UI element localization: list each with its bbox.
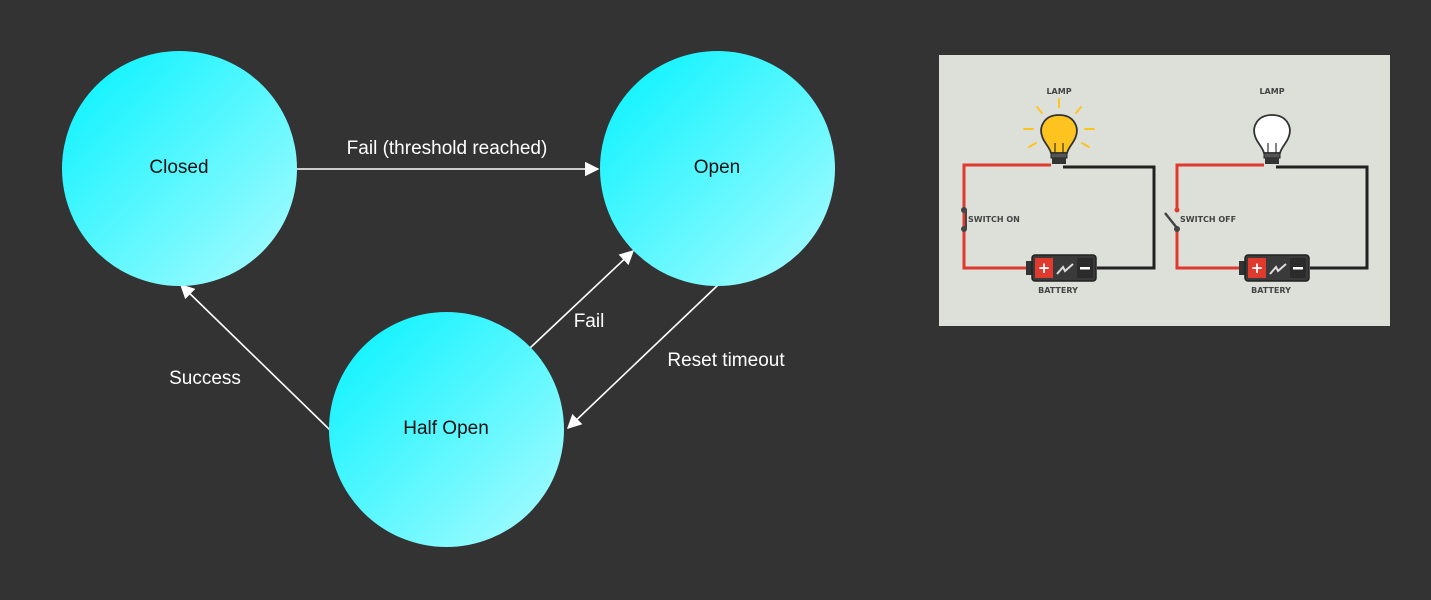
state-half-open-label: Half Open: [403, 418, 489, 439]
lamp-off-icon: [1253, 114, 1291, 164]
state-half-open: [329, 312, 564, 547]
svg-text:+: +: [1251, 259, 1264, 277]
transition-label-half-open-to-closed: Success: [169, 368, 241, 389]
state-open-label: Open: [693, 157, 741, 178]
circuit-illustration: LAMP SWITCH ON + BATTERY: [939, 55, 1390, 326]
left-lamp-label: LAMP: [1046, 87, 1071, 96]
lamp-on-icon: [1023, 98, 1095, 164]
arrow-half-open-to-open: [529, 250, 635, 349]
svg-text:+: +: [1038, 259, 1051, 277]
state-closed-label: Closed: [149, 157, 209, 178]
circuit-right: LAMP SWITCH OFF + BATTERY: [1164, 87, 1369, 295]
left-battery-label: BATTERY: [1038, 286, 1078, 295]
battery-icon: +: [1239, 254, 1310, 282]
transition-label-half-open-to-open: Fail: [573, 311, 605, 332]
right-switch-label: SWITCH OFF: [1180, 215, 1236, 224]
right-battery-label: BATTERY: [1251, 286, 1291, 295]
battery-icon: +: [1026, 254, 1097, 282]
arrow-half-open-to-closed: [179, 283, 331, 431]
transition-label-open-to-half-open: Reset timeout: [667, 350, 785, 371]
circuit-left: LAMP SWITCH ON + BATTERY: [961, 87, 1156, 295]
state-closed: [62, 51, 297, 286]
state-open: [600, 51, 835, 286]
right-lamp-label: LAMP: [1259, 87, 1284, 96]
arrow-open-to-half-open: [566, 284, 719, 429]
transition-label-closed-to-open: Fail (threshold reached): [346, 138, 548, 159]
left-switch-label: SWITCH ON: [968, 215, 1020, 224]
